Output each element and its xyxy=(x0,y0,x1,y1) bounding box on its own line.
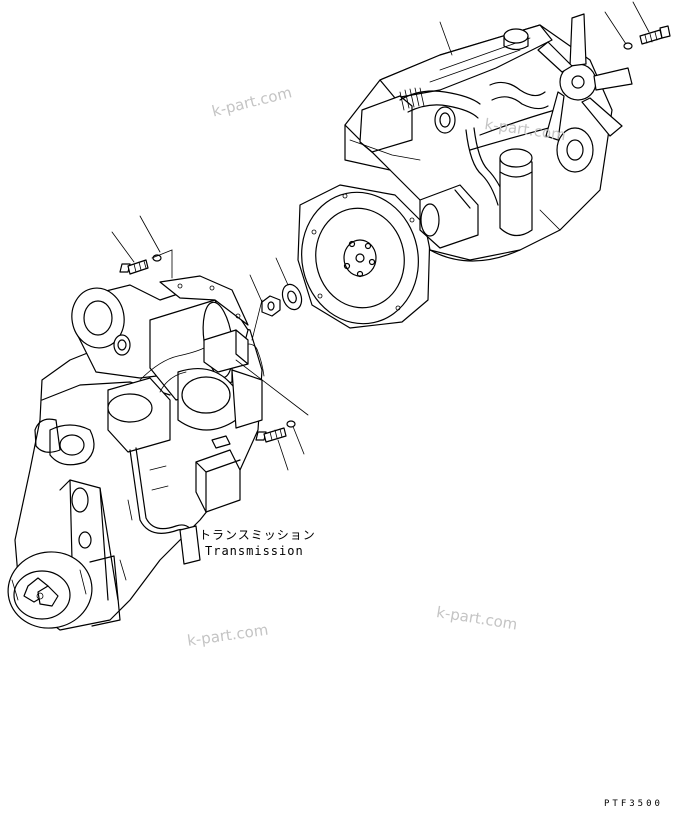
transmission-fasteners xyxy=(111,215,309,471)
engine-assembly xyxy=(297,13,633,329)
transmission-label-jp: トランスミッション xyxy=(199,528,316,542)
flywheel xyxy=(297,184,431,329)
output-flange xyxy=(7,551,121,629)
fan xyxy=(537,13,633,141)
transmission-label-en: Transmission xyxy=(205,544,304,558)
engine-fasteners xyxy=(439,1,671,56)
coupling-parts xyxy=(249,257,303,317)
transmission-assembly xyxy=(7,275,265,631)
figure-code: PTF3500 xyxy=(604,799,663,809)
